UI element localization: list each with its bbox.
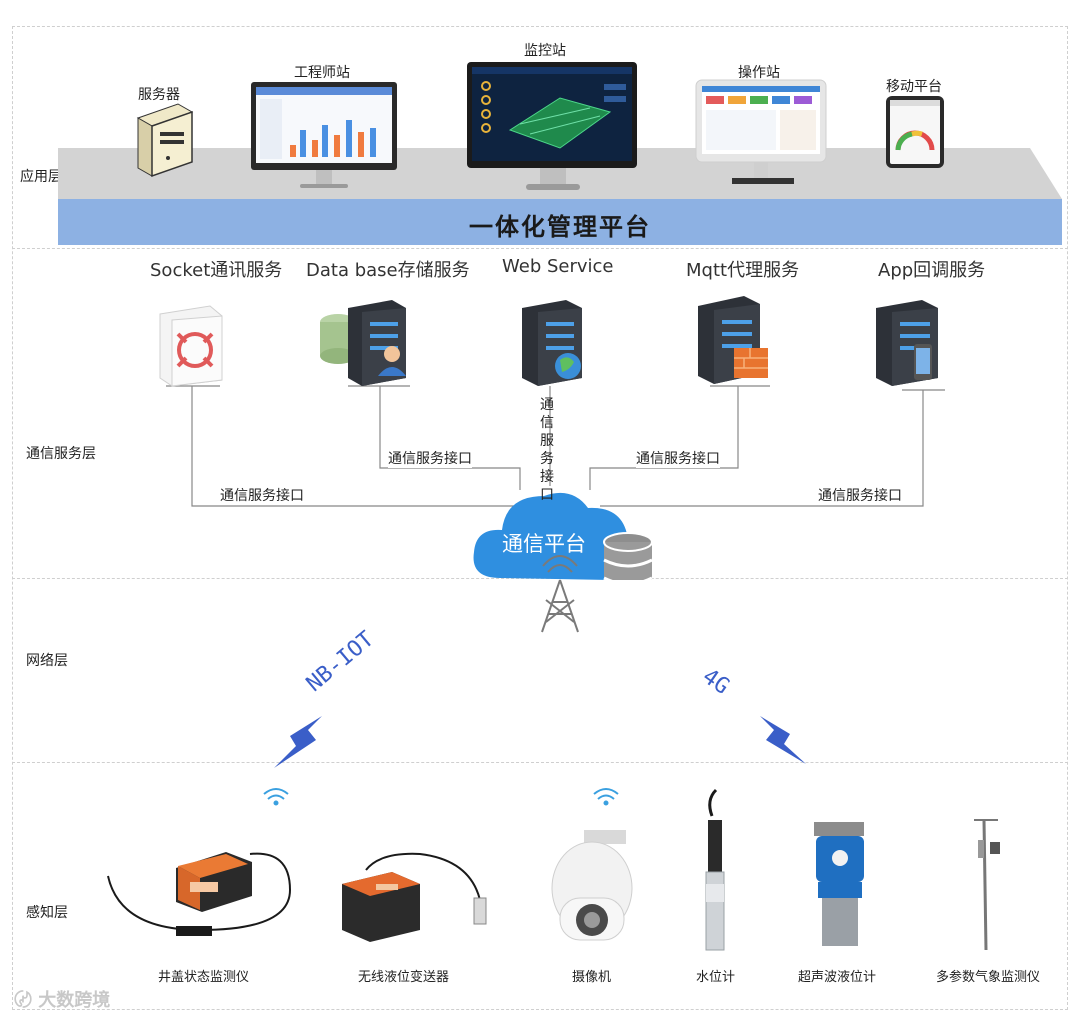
sensor-label-ultrasonic: 超声波液位计 bbox=[798, 970, 877, 985]
layer-label-application: 应用层 bbox=[20, 169, 62, 185]
server-label: 服务器 bbox=[138, 87, 180, 103]
platform-title: 一体化管理平台 bbox=[469, 213, 651, 241]
interface-label-web-vertical: 通信服务接口 bbox=[540, 397, 554, 503]
service-label-app: App回调服务 bbox=[878, 260, 986, 281]
database-service-icon bbox=[320, 300, 406, 386]
app-service-icon bbox=[876, 300, 938, 386]
application-layer-graphic bbox=[58, 62, 1062, 199]
sensor-label-level-transmitter: 无线液位变送器 bbox=[358, 970, 450, 985]
service-label-socket: Socket通讯服务 bbox=[150, 260, 283, 281]
operator-station-monitor-icon bbox=[695, 79, 827, 184]
layer-divider-3 bbox=[12, 762, 1068, 763]
monitor-station-label: 监控站 bbox=[524, 43, 566, 59]
watermark-icon: 〄 bbox=[14, 990, 32, 1011]
level-transmitter-device bbox=[342, 852, 487, 942]
engineer-station-monitor-icon bbox=[251, 82, 397, 188]
service-label-mqtt: Mqtt代理服务 bbox=[686, 260, 800, 281]
mqtt-service-icon bbox=[698, 296, 768, 384]
sensor-label-manhole: 井盖状态监测仪 bbox=[158, 970, 250, 985]
transmission-tower-icon bbox=[541, 555, 579, 633]
diagram-frame bbox=[12, 26, 1068, 1010]
perception-layer-graphic bbox=[107, 788, 1000, 951]
interface-label-mqtt: 通信服务接口 bbox=[636, 448, 720, 468]
sensor-label-camera: 摄像机 bbox=[572, 970, 612, 985]
4g-signal-bolt-icon bbox=[760, 716, 806, 764]
layer-label-communication: 通信服务层 bbox=[26, 446, 96, 462]
dome-camera-device bbox=[551, 830, 633, 941]
layer-label-network: 网络层 bbox=[26, 653, 68, 669]
web-service-icon bbox=[522, 300, 582, 386]
layer-label-perception: 感知层 bbox=[26, 905, 68, 921]
interface-label-database: 通信服务接口 bbox=[388, 448, 472, 468]
ultrasonic-level-gauge-device bbox=[814, 822, 864, 946]
monitor-station-monitor-icon bbox=[467, 62, 637, 190]
server-icon bbox=[136, 103, 194, 178]
database-cylinder-icon bbox=[603, 532, 653, 580]
nbiot-signal-bolt-icon bbox=[274, 716, 322, 768]
comm-platform-label: 通信平台 bbox=[502, 532, 586, 556]
sensor-label-weather: 多参数气象监测仪 bbox=[936, 970, 1041, 985]
manhole-monitor-device bbox=[107, 852, 292, 936]
interface-label-app: 通信服务接口 bbox=[818, 485, 902, 505]
integrated-platform-bar: 一体化管理平台 bbox=[58, 199, 1062, 245]
service-label-web: Web Service bbox=[502, 256, 614, 277]
service-label-database: Data base存储服务 bbox=[306, 260, 470, 281]
engineer-station-label: 工程师站 bbox=[294, 65, 350, 81]
wifi-signal-icon bbox=[593, 788, 619, 806]
network-layer-graphic bbox=[274, 555, 806, 768]
operator-station-label: 操作站 bbox=[738, 65, 780, 81]
wifi-signal-icon bbox=[263, 788, 289, 806]
weather-station-device bbox=[974, 819, 1000, 951]
communication-cloud-icon bbox=[473, 492, 640, 580]
communication-layer-graphic bbox=[159, 296, 945, 580]
socket-service-icon bbox=[159, 305, 223, 387]
interface-label-socket: 通信服务接口 bbox=[220, 485, 304, 505]
watermark-text: 大数跨境 bbox=[38, 990, 111, 1011]
sensor-label-water-gauge: 水位计 bbox=[696, 970, 736, 985]
mobile-platform-tablet-icon bbox=[886, 96, 944, 168]
layer-divider-1 bbox=[12, 248, 1068, 249]
watermark: 〄 大数跨境 bbox=[14, 986, 110, 1012]
mobile-platform-label: 移动平台 bbox=[886, 79, 942, 95]
water-level-gauge-device bbox=[705, 788, 725, 951]
